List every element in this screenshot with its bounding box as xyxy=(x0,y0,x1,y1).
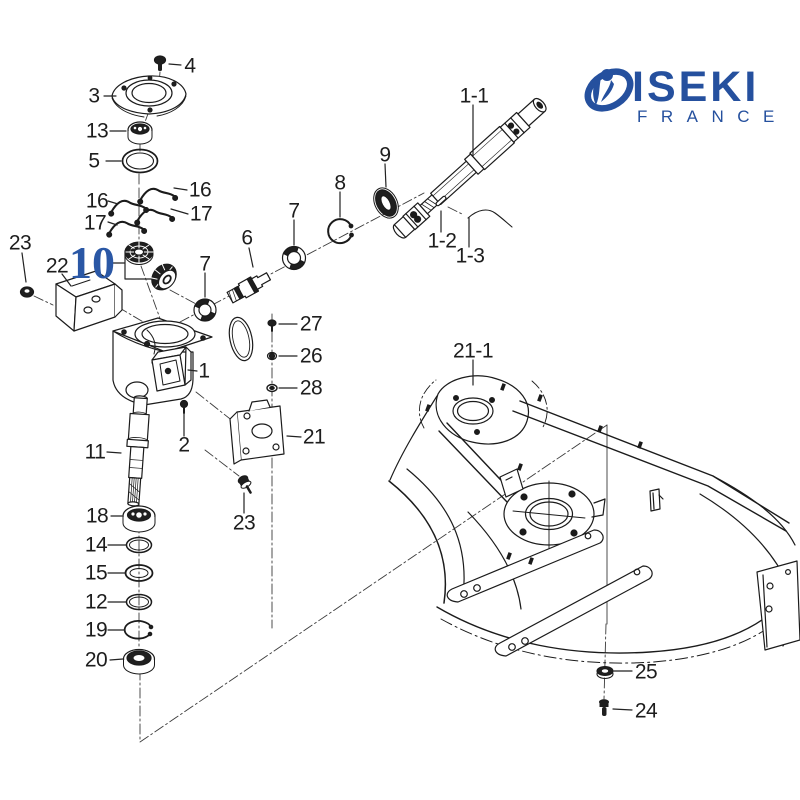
part-label-23-bottom: 23 xyxy=(232,511,256,535)
mount-bracket-22 xyxy=(19,270,123,332)
part-label-1-3: 1-3 xyxy=(455,244,485,268)
part-label-22: 22 xyxy=(45,254,69,278)
iseki-logo-mark xyxy=(584,68,634,112)
part-label-5: 5 xyxy=(88,149,100,173)
pin-1-2 xyxy=(435,195,447,207)
part-label-7-right: 7 xyxy=(288,199,300,223)
part-label-25: 25 xyxy=(634,660,658,684)
part-label-10-highlighted: 10 xyxy=(69,237,115,288)
bearing-13 xyxy=(127,121,153,145)
part-label-28: 28 xyxy=(299,376,323,400)
pto-driveshaft xyxy=(392,97,547,239)
mower-deck xyxy=(388,375,800,664)
part-label-6: 6 xyxy=(241,226,253,250)
deck-fastener-blocks xyxy=(425,383,643,565)
part-label-23-left: 23 xyxy=(8,231,32,255)
part-label-12: 12 xyxy=(84,590,108,614)
output-shaft-and-seals xyxy=(122,395,156,675)
part-label-9: 9 xyxy=(379,143,391,167)
brand-region: FRANCE xyxy=(637,107,788,126)
part-label-16-right: 16 xyxy=(188,178,212,202)
part-label-26: 26 xyxy=(299,344,323,368)
leader-lines xyxy=(21,63,633,711)
part-label-1-1: 1-1 xyxy=(459,84,489,108)
bearing-18 xyxy=(122,505,156,533)
part-label-2: 2 xyxy=(178,433,190,457)
spring-clips xyxy=(106,187,179,238)
nut-23 xyxy=(19,286,35,298)
part-label-17-right: 17 xyxy=(189,202,213,226)
input-shaft-parts xyxy=(193,187,399,322)
part-label-1: 1 xyxy=(198,359,210,383)
mount-bracket-21 xyxy=(229,399,285,494)
part-label-13: 13 xyxy=(85,119,109,143)
seal-20 xyxy=(122,648,156,675)
brand-name: ISEKI xyxy=(632,63,760,111)
part-label-18: 18 xyxy=(85,504,109,528)
wire-1-3 xyxy=(467,209,513,228)
part-label-17-left: 17 xyxy=(83,211,107,235)
fasteners-column xyxy=(266,319,278,393)
part-label-15: 15 xyxy=(84,561,108,585)
gearbox-housing xyxy=(112,316,254,414)
bolt-2 xyxy=(179,399,189,414)
part-label-3: 3 xyxy=(88,84,100,108)
part-label-7-left: 7 xyxy=(199,252,211,276)
bolt-23 xyxy=(237,475,252,494)
part-label-11: 11 xyxy=(84,440,106,464)
part-label-16-left: 16 xyxy=(85,189,109,213)
part-label-21-1: 21-1 xyxy=(452,339,494,363)
part-label-24: 24 xyxy=(634,699,658,723)
part-label-27: 27 xyxy=(299,312,323,336)
bevel-gears xyxy=(124,241,177,291)
part-label-20: 20 xyxy=(84,648,108,672)
bolt-4 xyxy=(153,55,167,71)
construction-lines xyxy=(33,71,608,743)
gasket-oval xyxy=(228,316,254,362)
part-label-1-2: 1-2 xyxy=(427,229,457,253)
part-label-21: 21 xyxy=(302,425,326,449)
hardware-24-25 xyxy=(596,665,614,716)
part-label-8: 8 xyxy=(334,171,346,195)
part-label-4: 4 xyxy=(184,54,196,78)
part-label-19: 19 xyxy=(84,618,108,642)
part-label-14: 14 xyxy=(84,533,108,557)
top-cover-stack xyxy=(106,55,187,238)
